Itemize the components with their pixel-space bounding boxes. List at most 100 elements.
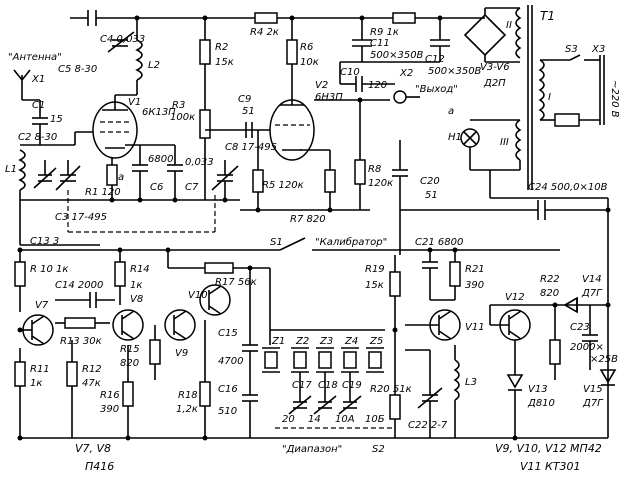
r8-value: 120к bbox=[368, 178, 393, 189]
note-v7-v8-type: П416 bbox=[85, 460, 114, 473]
diodes-label: V3-V6 bbox=[480, 62, 510, 73]
r14-value: 1к bbox=[130, 280, 142, 291]
l1-label: L1 bbox=[5, 164, 17, 175]
output-label: "Выход" bbox=[415, 84, 458, 95]
v10-label: V10 bbox=[188, 290, 208, 301]
v13-label: V13 bbox=[528, 384, 548, 395]
band-10a: 10А bbox=[335, 414, 355, 425]
r11-value: 1к bbox=[30, 378, 42, 389]
t1-label: Т1 bbox=[540, 9, 555, 23]
calibrator-label: "Калибратор" bbox=[315, 236, 387, 248]
r16-value: 390 bbox=[100, 404, 119, 415]
c4-label: C4 0,033 bbox=[100, 34, 145, 45]
c17-label: C17 bbox=[292, 380, 312, 391]
c16-label: C16 bbox=[218, 384, 238, 395]
v8-label: V8 bbox=[130, 294, 143, 305]
r8-label: R8 bbox=[368, 164, 381, 175]
c20-value: 51 bbox=[425, 190, 438, 201]
c11-label: C11 bbox=[370, 38, 390, 49]
l3-label: L3 bbox=[465, 377, 477, 388]
c23-label: C23 bbox=[570, 322, 590, 333]
r3-value: 100к bbox=[170, 112, 195, 123]
c7-value: 0,033 bbox=[185, 157, 214, 168]
v14-label: V14 bbox=[582, 274, 602, 285]
v1-label: V1 bbox=[128, 97, 141, 108]
r22-label: R22 bbox=[540, 274, 560, 285]
r21-label: R21 bbox=[465, 264, 485, 275]
c19-label: C19 bbox=[342, 380, 362, 391]
c21-label: C21 6800 bbox=[415, 237, 463, 248]
junction-dots bbox=[17, 15, 611, 441]
r13-label: R13 30к bbox=[60, 336, 102, 347]
antenna-label: "Антенна" bbox=[8, 52, 62, 63]
v12-label: V12 bbox=[505, 292, 525, 303]
c18-label: C18 bbox=[318, 380, 338, 391]
c1-value: 15 bbox=[50, 114, 63, 125]
c12-value: 500×350В bbox=[428, 66, 482, 77]
c8-label: C8 17-495 bbox=[225, 142, 277, 153]
note-v9-v10-v12: V9, V10, V12 МП42 bbox=[495, 442, 602, 455]
r17-label: R17 56к bbox=[215, 277, 257, 288]
v2-label: V2 bbox=[315, 80, 328, 91]
r6-label: R6 bbox=[300, 42, 313, 53]
r5-label: R5 120к bbox=[262, 180, 304, 191]
c9-label: C9 bbox=[238, 94, 251, 105]
input-circuit bbox=[13, 69, 216, 246]
a2-label: a bbox=[448, 106, 454, 117]
c5-label: C5 8-30 bbox=[58, 64, 97, 75]
v1-type: 6К13П bbox=[142, 107, 176, 118]
r14-label: R14 bbox=[130, 264, 150, 275]
r19-label: R19 bbox=[365, 264, 385, 275]
r18-label: R18 bbox=[178, 390, 198, 401]
c15-value: 4700 bbox=[218, 356, 243, 367]
s2-label: S2 bbox=[372, 444, 385, 455]
r7-label: R7 820 bbox=[290, 214, 326, 225]
r3-label: R3 bbox=[172, 100, 185, 111]
v15-type: Д7Г bbox=[582, 398, 604, 409]
x1-label: X1 bbox=[31, 74, 45, 85]
r15-value: 820 bbox=[120, 358, 139, 369]
r19-value: 15к bbox=[365, 280, 384, 291]
z4-label: Z4 bbox=[344, 336, 358, 347]
h1-label: H1 bbox=[448, 132, 462, 143]
range-label: "Диапазон" bbox=[282, 444, 342, 455]
v11-label: V11 bbox=[465, 322, 485, 333]
c24-label: C24 500,0×10В bbox=[528, 182, 608, 193]
v14-type: Д7Г bbox=[581, 288, 603, 299]
s1-label: S1 bbox=[270, 237, 283, 248]
band-14: 14 bbox=[308, 414, 321, 425]
r22-value: 820 bbox=[540, 288, 559, 299]
r21-value: 390 bbox=[465, 280, 484, 291]
note-v11: V11 КТ301 bbox=[520, 460, 581, 473]
c2-label: C2 8-30 bbox=[18, 132, 57, 143]
c10-label: C10 bbox=[340, 67, 360, 78]
c7-label: C7 bbox=[185, 182, 199, 193]
r9-label: R9 1к bbox=[370, 27, 399, 38]
x2-label: X2 bbox=[399, 68, 413, 79]
c1-label: C1 bbox=[32, 100, 45, 111]
c13-label: C13 3 bbox=[30, 236, 59, 247]
v7-label: V7 bbox=[35, 300, 49, 311]
r15-label: R15 bbox=[120, 344, 140, 355]
v9-label: V9 bbox=[175, 348, 188, 359]
mains-label: ~220 В bbox=[609, 80, 620, 118]
c6-label: C6 bbox=[150, 182, 163, 193]
c6-value: 6800 bbox=[148, 154, 173, 165]
r11-label: R11 bbox=[30, 364, 50, 375]
c23-value: 2000× bbox=[570, 342, 604, 353]
calibrator-circuit bbox=[14, 237, 617, 438]
x3-label: X3 bbox=[591, 44, 605, 55]
r4-label: R4 2к bbox=[250, 27, 279, 38]
diodes-type: Д2П bbox=[483, 78, 506, 89]
band-10b: 10Б bbox=[365, 414, 385, 425]
c23-value2: ×25В bbox=[590, 354, 618, 365]
r18-value: 1,2к bbox=[176, 404, 198, 415]
note-v7-v8: V7, V8 bbox=[75, 442, 111, 455]
r2-label: R2 bbox=[215, 42, 228, 53]
component-labels: "Антенна" X1 C1 15 C2 8-30 C4 0,033 C5 8… bbox=[5, 9, 620, 473]
c12-label: C12 bbox=[425, 54, 445, 65]
w3-label: III bbox=[500, 137, 509, 148]
c11-value: 500×350В bbox=[370, 50, 424, 61]
